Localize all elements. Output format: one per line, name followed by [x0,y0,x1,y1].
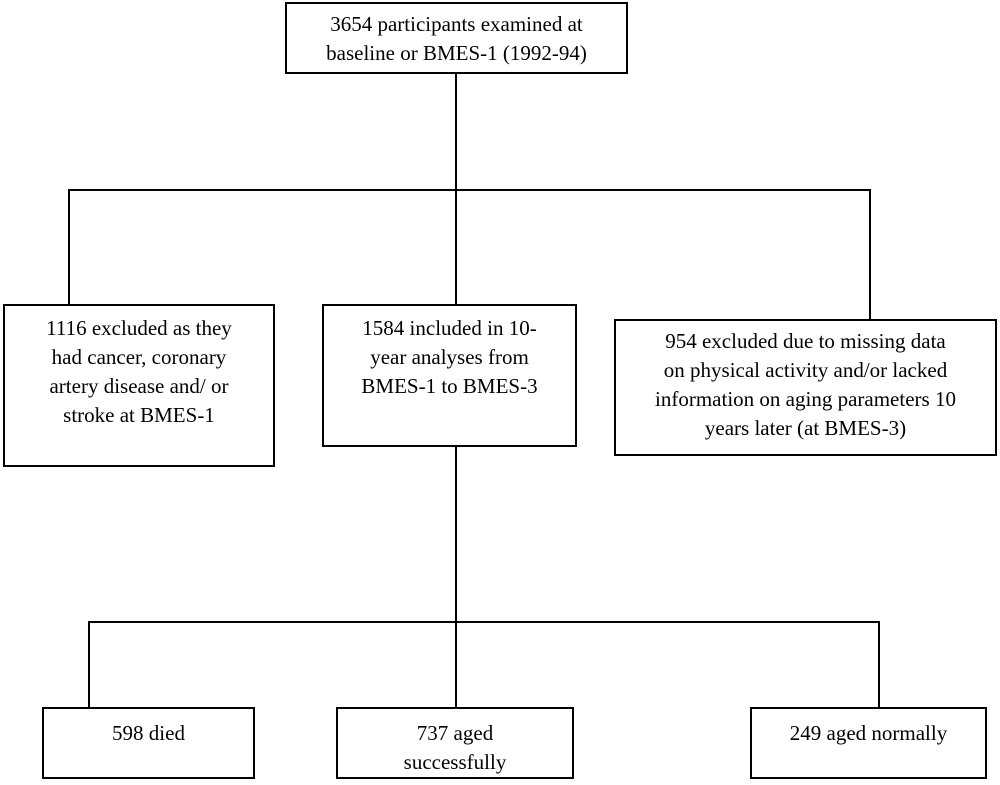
box-line: BMES-1 to BMES-3 [361,374,538,398]
box-line: year analyses from [370,345,529,369]
box-line: 1584 included in 10- [362,316,537,340]
box-line: on physical activity and/or lacked [663,358,948,382]
died-box: 598 died [42,707,255,779]
aged-successfully-box: 737 aged successfully [336,707,574,779]
box-line: years later (at BMES-3) [704,416,907,440]
box-line: 3654 participants examined at [330,12,583,36]
box-line: 249 aged normally [789,721,948,745]
box-line: artery disease and/ or [49,374,229,398]
included-analysis-box: 1584 included in 10- year analyses from … [322,304,577,447]
box-line: information on aging parameters 10 [655,387,956,411]
box-line: had cancer, coronary [51,345,227,369]
box-line: stroke at BMES-1 [63,403,215,427]
excluded-missing-data-box: 954 excluded due to missing data on phys… [614,319,997,456]
box-line: baseline or BMES-1 (1992-94) [326,41,587,65]
box-line: 737 aged [416,721,494,745]
excluded-health-box: 1116 excluded as they had cancer, corona… [3,304,275,467]
box-line: 954 excluded due to missing data [665,329,946,353]
box-line: successfully [403,750,507,774]
aged-normally-box: 249 aged normally [750,707,987,779]
box-line: 1116 excluded as they [46,316,232,340]
box-line: 598 died [112,721,185,745]
baseline-participants-box: 3654 participants examined at baseline o… [285,2,628,74]
